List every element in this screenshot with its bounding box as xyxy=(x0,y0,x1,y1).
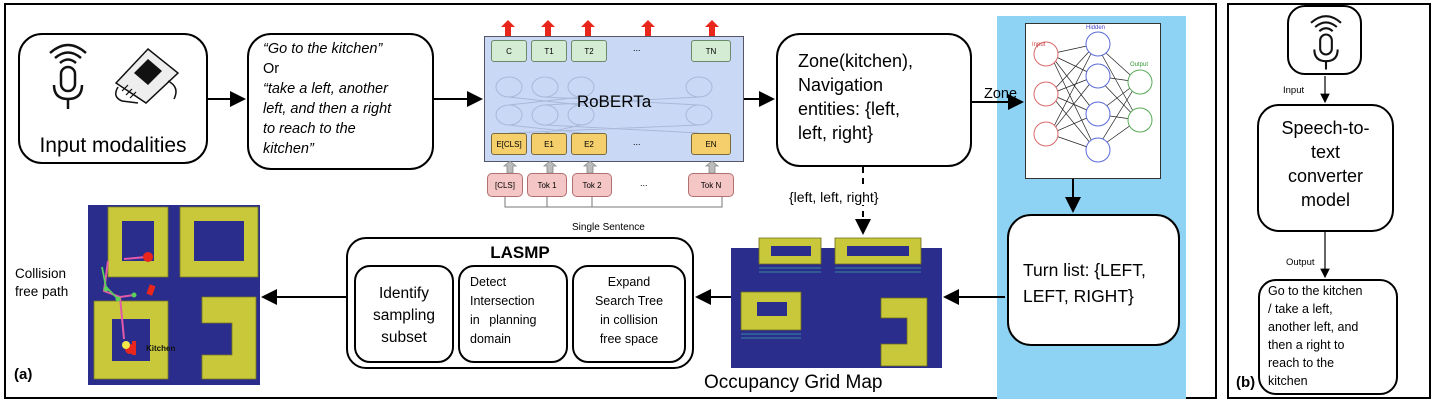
lasmp-title: LASMP xyxy=(490,243,550,262)
converter-line-4: model xyxy=(1300,190,1351,210)
panel-b-label: (b) xyxy=(1236,374,1256,391)
panel-b xyxy=(1227,3,1431,399)
converter-line-1: Speech-to- xyxy=(1281,118,1370,138)
panel-b-input-label: Input xyxy=(1283,85,1305,96)
lasmp-step1-line-1: Identify xyxy=(379,285,429,302)
roberta-embedding-n: EN xyxy=(691,133,731,155)
lasmp-step2-line-2: Intersection xyxy=(470,294,535,308)
token-1: Tok 1 xyxy=(527,173,567,197)
nn-image: Input Hidden Output xyxy=(1025,23,1161,179)
transcription-box: Go to the kitchen / take a left, another… xyxy=(1258,279,1398,395)
command-quote-2-line-2: left, and then a right xyxy=(263,101,392,117)
lasmp-step3-line-1: Expand xyxy=(607,275,651,289)
lasmp-step-identify: Identify sampling subset xyxy=(354,265,454,363)
lasmp-step3-line-2: Search Tree xyxy=(594,294,664,308)
command-or: Or xyxy=(263,61,280,77)
lasmp-step3-line-3: in collision xyxy=(600,313,658,327)
speech-to-text-box: Speech-to- text converter model xyxy=(1257,104,1394,232)
roberta-output-c: C xyxy=(491,40,527,62)
token-up-arrows xyxy=(502,160,720,174)
occupancy-grid-walls xyxy=(740,237,928,367)
converter-line-2: text xyxy=(1310,142,1340,162)
roberta-model: C T1 T2 ... TN RoBERTa E[CLS] E1 E2 ... … xyxy=(484,36,744,162)
token-2: Tok 2 xyxy=(572,173,612,197)
occupancy-grid-map xyxy=(731,237,942,368)
roberta-embedding-2: E2 xyxy=(571,133,607,155)
turn-list-line-1: Turn list: {LEFT, xyxy=(1023,260,1146,280)
token-bracket xyxy=(504,197,723,208)
path-map-walls xyxy=(93,206,259,380)
token-caption: Single Sentence xyxy=(572,222,645,233)
transcription-line-2: / take a left, xyxy=(1268,302,1333,316)
transcription-line-6: kitchen xyxy=(1268,374,1308,388)
edge-label-zone: Zone xyxy=(984,86,1018,102)
roberta-label: RoBERTa xyxy=(576,92,652,111)
transcription-line-4: then a right to xyxy=(1268,338,1345,352)
token-ellipsis: ... xyxy=(640,178,648,188)
lasmp-step2-line-1: Detect xyxy=(470,275,507,289)
command-quote-2-line-4: kitchen” xyxy=(263,141,314,157)
path-map-label-line-1: Collision xyxy=(15,266,67,281)
turn-list-line-2: LEFT, RIGHT} xyxy=(1023,286,1134,306)
command-quote-2-line-3: to reach to the xyxy=(263,121,356,137)
path-map-kitchen-label: Kitchen xyxy=(146,344,176,353)
lasmp-step2-line-4: domain xyxy=(470,332,511,346)
panel-b-mic-box xyxy=(1287,5,1362,75)
lasmp-step3-line-4: free space xyxy=(599,332,659,346)
lasmp-step1-line-3: subset xyxy=(381,329,427,346)
entities-line-4: left, right} xyxy=(798,123,874,143)
roberta-embedding-ellipsis: ... xyxy=(633,137,641,147)
nn-output-label: Output xyxy=(1130,62,1149,68)
entities-line-1: Zone(kitchen), xyxy=(798,51,914,71)
roberta-attention-lines xyxy=(495,76,713,134)
input-modalities-box: Input modalities xyxy=(18,33,208,164)
transcription-line-5: reach to the xyxy=(1268,356,1335,370)
command-box: “Go to the kitchen” Or “take a left, ano… xyxy=(247,33,434,170)
nn-diagram xyxy=(1033,31,1153,163)
panel-b-microphone-icon xyxy=(1310,15,1342,70)
transcription-line-3: another left, and xyxy=(1268,320,1359,334)
roberta-output-t1: T1 xyxy=(531,40,567,62)
lasmp-step-detect: Detect Intersection in planning domain xyxy=(458,265,568,363)
command-quote-2-line-1: “take a left, another xyxy=(263,81,388,97)
nn-hidden-label: Hidden xyxy=(1086,25,1106,31)
lasmp-box: LASMP Identify sampling subset Detect In… xyxy=(346,237,694,369)
entities-line-2: Navigation xyxy=(798,75,884,95)
entities-box: Zone(kitchen), Navigation entities: {lef… xyxy=(776,33,972,167)
token-n: Tok N xyxy=(688,173,734,197)
converter-line-3: converter xyxy=(1287,166,1364,186)
handheld-device-icon xyxy=(114,47,180,104)
command-quote-1: “Go to the kitchen” xyxy=(263,41,383,57)
input-modalities-label: Input modalities xyxy=(39,134,187,157)
lasmp-step1-line-2: sampling xyxy=(372,307,436,324)
roberta-output-tn: TN xyxy=(691,40,731,62)
token-cls: [CLS] xyxy=(487,173,523,197)
panel-a xyxy=(4,3,1217,399)
microphone-icon xyxy=(49,43,87,109)
turn-list-box: Turn list: {LEFT, LEFT, RIGHT} xyxy=(1007,214,1180,346)
transcription-line-1: Go to the kitchen xyxy=(1268,284,1363,298)
lasmp-step2-line-3: in planning xyxy=(470,313,537,327)
grid-map-caption: Occupancy Grid Map xyxy=(704,372,883,393)
entities-line-3: entities: {left, xyxy=(798,99,901,119)
roberta-output-ellipsis: ... xyxy=(633,43,641,53)
lasmp-step-expand: Expand Search Tree in collision free spa… xyxy=(572,265,686,363)
edge-label-directions: {left, left, right} xyxy=(789,189,879,205)
panel-a-label: (a) xyxy=(14,366,33,383)
roberta-output-arrows xyxy=(501,20,719,36)
nn-input-label: Input xyxy=(1032,42,1046,48)
roberta-embedding-cls: E[CLS] xyxy=(491,133,527,155)
path-map: Kitchen xyxy=(88,205,260,385)
roberta-embedding-1: E1 xyxy=(531,133,567,155)
path-map-label-line-2: free path xyxy=(15,284,69,299)
roberta-output-t2: T2 xyxy=(571,40,607,62)
panel-b-output-label: Output xyxy=(1286,257,1315,268)
